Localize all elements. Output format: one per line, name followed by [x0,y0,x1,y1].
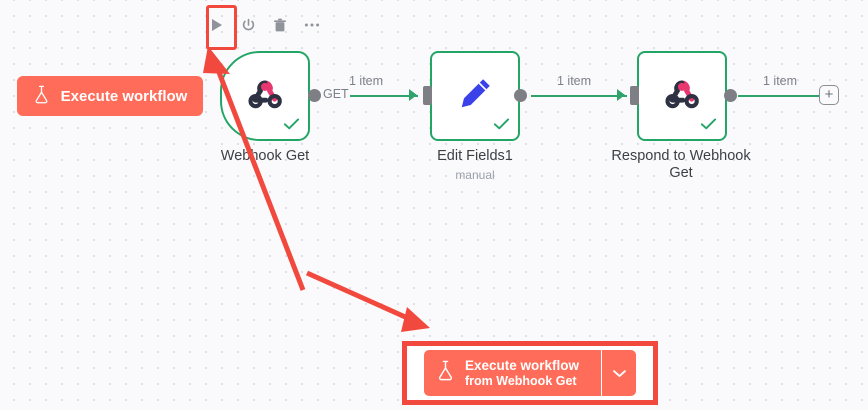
node-toolbar [205,10,323,40]
delete-node-button[interactable] [269,14,291,36]
node-label-respond-to-webhook: Respond to Webhook Get [611,148,751,181]
flask-icon [33,85,50,108]
execute-from-main[interactable]: Execute workflow from Webhook Get [424,350,601,396]
connection-arrow-1 [409,89,417,101]
deactivate-node-button[interactable] [237,14,259,36]
output-port-respond-to-webhook[interactable] [724,89,737,102]
node-options-button[interactable] [301,14,323,36]
execute-workflow-button[interactable]: Execute workflow [17,76,203,116]
connection-arrow-2 [617,89,625,101]
add-node-button[interactable]: + [819,85,839,105]
node-success-check-icon [700,117,717,135]
input-port-respond-to-webhook[interactable] [630,86,639,105]
webhook-icon [659,71,705,122]
execute-workflow-label: Execute workflow [60,87,188,105]
execute-from-button-highlight: Execute workflow from Webhook Get [402,341,658,405]
node-respond-to-webhook[interactable] [637,51,727,141]
output-port-webhook-get[interactable] [308,89,321,102]
node-success-check-icon [283,117,300,135]
chevron-down-icon[interactable] [601,350,636,396]
node-label-webhook-get: Webhook Get [220,148,310,164]
node-label-edit-fields: Edit Fields1 [437,148,513,164]
connection-items-label-3: 1 item [763,74,798,88]
arrow-to-execute-from-button [305,270,430,332]
node-sublabel-edit-fields: manual [455,168,495,182]
execute-from-subtitle: from Webhook Get [465,373,577,388]
input-port-edit-fields[interactable] [423,86,432,105]
node-webhook-get[interactable] [220,51,310,141]
connection-method-label-1: GET [322,87,350,101]
connection-items-label-2: 1 item [557,74,592,88]
output-port-edit-fields[interactable] [514,89,527,102]
node-success-check-icon [493,117,510,135]
connection-wire-2 [531,95,627,97]
execute-workflow-from-button[interactable]: Execute workflow from Webhook Get [424,350,636,396]
pencil-icon [454,73,496,120]
node-edit-fields[interactable] [430,51,520,141]
execute-node-button[interactable] [205,14,227,36]
webhook-icon [242,71,288,122]
connection-wire-1 [322,95,418,97]
execute-from-title: Execute workflow [465,358,580,374]
connection-wire-3 [738,95,820,97]
connection-items-label-1: 1 item [349,74,384,88]
flask-icon [436,360,455,386]
